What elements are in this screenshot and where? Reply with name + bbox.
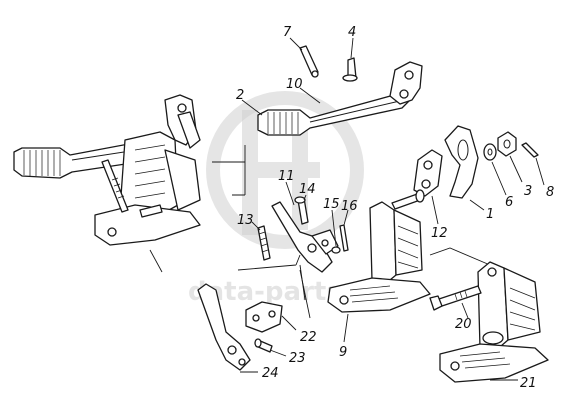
part-12-plate: [413, 149, 443, 225]
part-7-pin: [289, 37, 319, 78]
callout-2: 2: [236, 88, 244, 103]
callout-14: 14: [299, 182, 316, 197]
part-16-pin: [339, 209, 349, 252]
part-15-washer: [331, 209, 341, 254]
part-6-washer: [483, 143, 507, 196]
callout-13: 13: [237, 213, 254, 228]
callout-11: 11: [278, 169, 295, 184]
callout-8: 8: [546, 185, 554, 200]
part-2-lever-with-grip: [241, 61, 423, 136]
part-21-bracket: [439, 261, 549, 383]
part-20-bolt: [429, 285, 482, 319]
callout-6: 6: [505, 195, 513, 210]
part-8-cotter-pin: [521, 142, 545, 186]
callout-21: 21: [520, 376, 537, 391]
callout-3: 3: [524, 184, 532, 199]
callout-22: 22: [300, 330, 317, 345]
part-24-lever-arm: [197, 283, 258, 373]
part-3-nut: [497, 131, 523, 183]
callout-7: 7: [283, 25, 292, 40]
part-14-screw: [294, 194, 309, 225]
explode-line-2: [237, 254, 301, 271]
callout-10: 10: [286, 77, 303, 92]
callout-12: 12: [431, 226, 448, 241]
callout-4: 4: [348, 25, 356, 40]
part-13-threaded-rod: [251, 221, 271, 261]
callout-labels: 1 2 3 4 6 7 8 9 10 11 12 13 14 15 16 20 …: [236, 25, 554, 391]
callout-16: 16: [341, 199, 358, 214]
callout-24: 24: [262, 366, 279, 381]
part-9-bracket: [327, 189, 431, 343]
callout-9: 9: [339, 345, 347, 360]
part-11-lever-plate: [271, 181, 339, 319]
part-1-hook: [444, 125, 485, 211]
explode-line-1: [212, 145, 246, 196]
callout-23: 23: [289, 351, 306, 366]
explode-line-3: [429, 247, 491, 266]
part-4-pin: [342, 37, 358, 82]
part-22-clip: [245, 301, 297, 333]
callout-1: 1: [486, 207, 494, 222]
part-10-leader: [299, 87, 321, 104]
assembled-lever-unit: [13, 94, 201, 273]
part-23-pin: [254, 338, 287, 357]
callout-15: 15: [323, 197, 340, 212]
callout-20: 20: [455, 317, 472, 332]
